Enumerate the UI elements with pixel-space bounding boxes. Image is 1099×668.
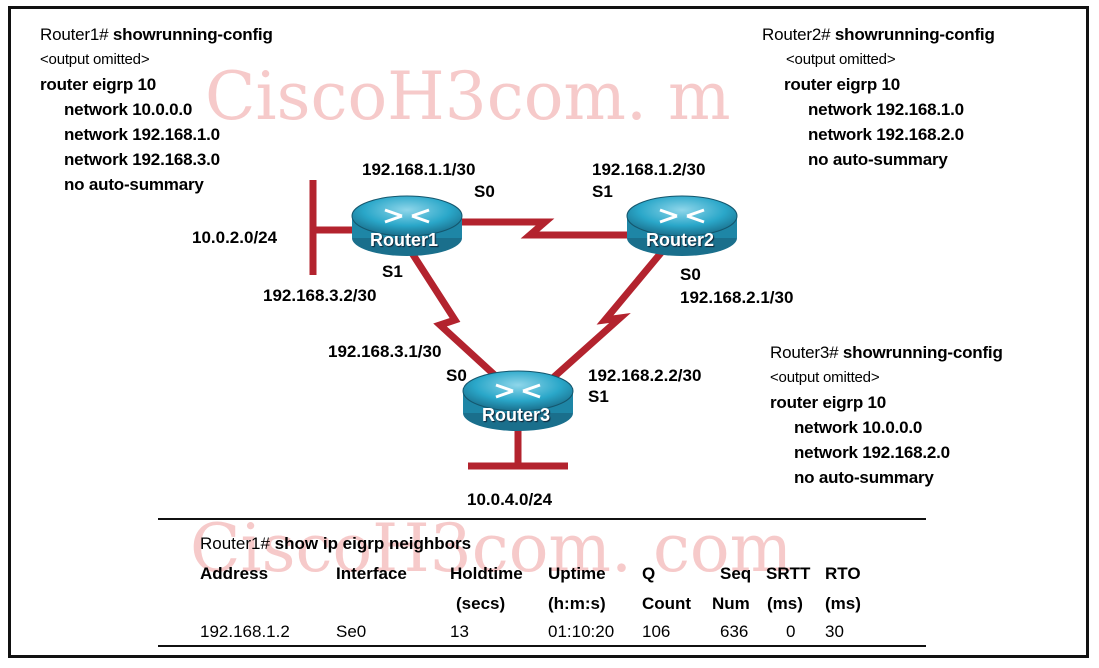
neighbors-command: show ip eigrp neighbors (274, 534, 472, 553)
r1-s0-ip-label: 192.168.1.1/30 (362, 160, 476, 179)
r3-lan-label: 10.0.4.0/24 (467, 490, 553, 509)
router1-omitted: <output omitted> (40, 51, 150, 68)
row-seq: 636 (720, 622, 749, 641)
header-srtt-unit: (ms) (767, 594, 803, 613)
r1-lan-label: 10.0.2.0/24 (192, 228, 278, 247)
r3-s1-label: S1 (588, 387, 609, 406)
router3-label: Router3 (482, 405, 551, 425)
router3-icon (462, 370, 574, 431)
header-q-count: Count (642, 594, 692, 613)
row-srtt: 0 (786, 622, 796, 641)
serial-link-r1-r3 (407, 248, 503, 383)
row-address: 192.168.1.2 (200, 622, 290, 641)
row-q: 106 (642, 622, 671, 641)
neighbors-prompt: Router1# (200, 534, 270, 553)
r3-s1-ip-label: 192.168.2.2/30 (588, 366, 702, 385)
r1-s0-label: S0 (474, 182, 495, 201)
row-holdtime: 13 (450, 622, 469, 641)
router3-line-3: no auto-summary (794, 468, 934, 487)
header-seq-num: Num (712, 594, 750, 613)
router1-line-1: network 10.0.0.0 (64, 100, 193, 119)
router2-line-0: router eigrp 10 (784, 75, 901, 94)
router3-line-2: network 192.168.2.0 (794, 443, 950, 462)
router2-line-3: no auto-summary (808, 150, 948, 169)
r2-s1-label: S1 (592, 182, 613, 201)
router3-line-1: network 10.0.0.0 (794, 418, 923, 437)
router1-line-0: router eigrp 10 (40, 75, 157, 94)
r3-s0-ip-label: 192.168.3.1/30 (328, 342, 442, 361)
router1-line-4: no auto-summary (64, 175, 204, 194)
router1-prompt: Router1# (40, 25, 109, 44)
neighbors-prompt-line: Router1# show ip eigrp neighbors (200, 534, 471, 554)
row-interface: Se0 (336, 622, 367, 641)
r2-s1-ip-label: 192.168.1.2/30 (592, 160, 706, 179)
router1-line-2: network 192.168.1.0 (64, 125, 220, 144)
router1-label: Router1 (370, 230, 439, 250)
header-srtt: SRTT (766, 564, 811, 583)
header-address: Address (200, 564, 269, 583)
router3-prompt: Router3# (770, 343, 839, 362)
router1-command: showrunning-config (112, 25, 273, 44)
header-seq: Seq (720, 564, 752, 583)
header-holdtime: Holdtime (450, 564, 523, 583)
router1-icon (351, 195, 463, 256)
router3-config: Router3# showrunning-config <output omit… (770, 340, 1003, 490)
router3-line-0: router eigrp 10 (770, 393, 887, 412)
router2-prompt: Router2# (762, 25, 831, 44)
header-uptime-unit: (h:m:s) (548, 594, 606, 613)
router2-omitted: <output omitted> (786, 51, 896, 68)
r1-s1-label: S1 (382, 262, 403, 281)
header-interface: Interface (336, 564, 407, 583)
router3-omitted: <output omitted> (770, 369, 880, 386)
row-uptime: 01:10:20 (548, 622, 615, 641)
router2-icon (626, 195, 738, 256)
r2-s0-label: S0 (680, 265, 701, 284)
header-rto: RTO (825, 564, 861, 583)
router2-line-1: network 192.168.1.0 (808, 100, 964, 119)
router3-command: showrunning-config (842, 343, 1003, 362)
serial-link-r1-r2 (455, 218, 640, 239)
header-uptime: Uptime (548, 564, 606, 583)
router2-config: Router2# showrunning-config <output omit… (762, 22, 995, 172)
router2-line-2: network 192.168.2.0 (808, 125, 964, 144)
header-q: Q (642, 564, 656, 583)
router2-command: showrunning-config (834, 25, 995, 44)
router1-line-3: network 192.168.3.0 (64, 150, 220, 169)
router1-config: Router1# showrunning-config <output omit… (40, 22, 273, 197)
row-rto: 30 (825, 622, 844, 641)
serial-link-r2-r3 (542, 245, 668, 388)
header-rto-unit: (ms) (825, 594, 861, 613)
header-holdtime-unit: (secs) (456, 594, 506, 613)
r3-s0-label: S0 (446, 366, 467, 385)
diagram-frame (8, 6, 1089, 658)
r1-s1-ip-label: 192.168.3.2/30 (263, 286, 377, 305)
router2-label: Router2 (646, 230, 715, 250)
r2-s0-ip-label: 192.168.2.1/30 (680, 288, 794, 307)
